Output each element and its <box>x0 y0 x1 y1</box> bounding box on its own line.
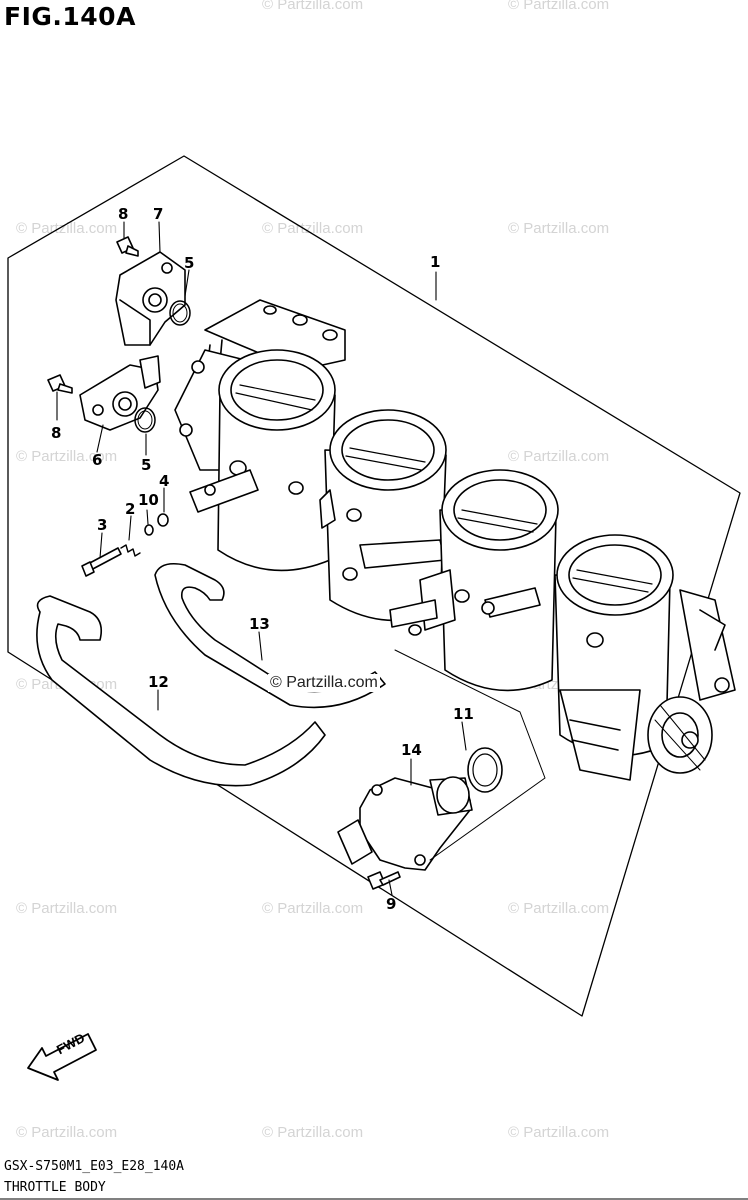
footer-group-name: THROTTLE BODY <box>4 1180 106 1195</box>
watermark: © Partzilla.com <box>16 448 118 465</box>
callout-1: 1 <box>430 253 441 271</box>
washer-10 <box>144 524 154 536</box>
callout-8-lower: 8 <box>51 424 62 442</box>
callout-6: 6 <box>92 451 103 469</box>
watermark: © Partzilla.com <box>262 0 364 13</box>
watermark: © Partzilla.com <box>262 1124 364 1141</box>
callout-5-lower: 5 <box>141 456 152 474</box>
sensor-7 <box>115 251 186 346</box>
callout-4: 4 <box>159 472 170 490</box>
watermark: © Partzilla.com <box>16 220 118 237</box>
callout-10: 10 <box>138 491 159 509</box>
watermark: © Partzilla.com <box>262 900 364 917</box>
isc-valve-14 <box>337 776 473 871</box>
watermark: © Partzilla.com <box>508 448 610 465</box>
callout-13: 13 <box>249 615 270 633</box>
watermark: © Partzilla.com <box>16 900 118 917</box>
leader-lines <box>56 221 546 896</box>
o-ring-5-upper <box>169 300 191 326</box>
hose-13 <box>154 562 386 709</box>
callout-12: 12 <box>148 673 169 691</box>
o-ring-5-lower <box>134 407 156 433</box>
o-ring-11 <box>467 747 503 793</box>
figure-title: FIG.140A <box>4 2 136 31</box>
callout-8-upper: 8 <box>118 205 129 223</box>
watermark: © Partzilla.com <box>508 1124 610 1141</box>
watermark: © Partzilla.com <box>262 220 364 237</box>
callout-3: 3 <box>97 516 108 534</box>
callout-2: 2 <box>125 500 136 518</box>
spring-2 <box>120 544 141 557</box>
footer-model-code: GSX-S750M1_E03_E28_140A <box>4 1159 185 1174</box>
throttle-body-assembly <box>174 299 736 781</box>
watermark: © Partzilla.com <box>508 220 610 237</box>
callout-7: 7 <box>153 205 164 223</box>
hose-12 <box>36 595 326 787</box>
watermark: © Partzilla.com <box>508 900 610 917</box>
adjust-screw-3 <box>81 547 122 577</box>
callout-9: 9 <box>386 895 397 913</box>
bolt-9 <box>367 871 401 890</box>
central-watermark: © Partzilla.com <box>268 674 380 692</box>
bolt-8-lower <box>47 374 73 394</box>
callout-11: 11 <box>453 705 474 723</box>
watermark: © Partzilla.com <box>16 1124 118 1141</box>
watermark: © Partzilla.com <box>508 0 610 13</box>
callout-14: 14 <box>401 741 422 759</box>
o-ring-4 <box>157 513 169 527</box>
callout-5-upper: 5 <box>184 254 195 272</box>
assembly-outline <box>7 155 741 1017</box>
sensor-6 <box>79 355 161 431</box>
fwd-arrow <box>27 1033 97 1081</box>
bolt-8-upper <box>116 236 139 257</box>
